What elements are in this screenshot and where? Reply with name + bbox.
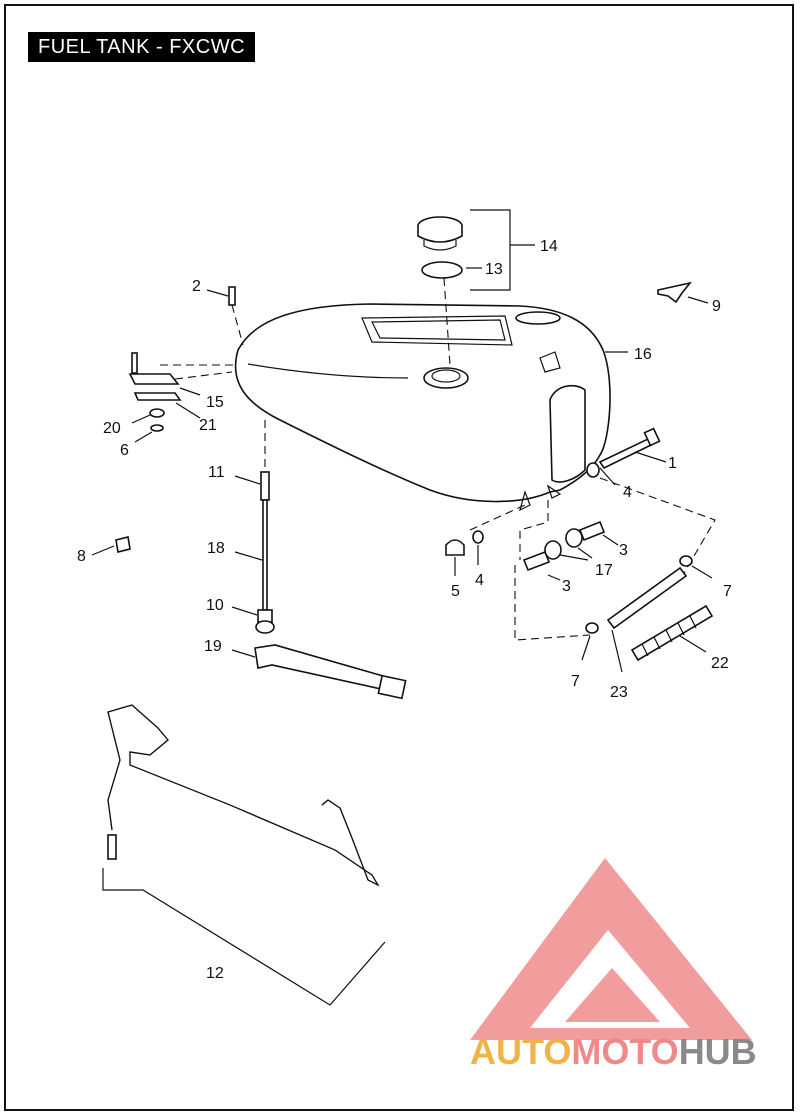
mounting-hardware: [445, 467, 716, 641]
callout-20: 20: [103, 420, 121, 437]
callout-3: 3: [619, 542, 628, 559]
watermark-logo: [470, 858, 752, 1040]
spring: [630, 604, 714, 662]
diagram-frame: [4, 4, 794, 1111]
callout-7: 7: [723, 583, 732, 600]
gasket-ring: [421, 261, 463, 279]
watermark-moto: MOTO: [571, 1031, 678, 1072]
callout-21: 21: [199, 417, 217, 434]
watermark-hub: HUB: [679, 1031, 757, 1072]
callout-3: 3: [562, 578, 571, 595]
mount-bracket: [128, 352, 238, 443]
callout-1: 1: [668, 455, 677, 472]
fuel-tank: [234, 303, 611, 512]
callout-13: 13: [485, 261, 503, 278]
vent-hose: [581, 555, 713, 673]
callout-11: 11: [208, 464, 225, 481]
callout-4: 4: [475, 572, 484, 589]
fuel-line: [231, 644, 407, 700]
callout-12: 12: [206, 965, 224, 982]
fuel-valve: [231, 420, 275, 634]
callout-7: 7: [571, 673, 580, 690]
callout-5: 5: [451, 583, 460, 600]
watermark-text: AUTOMOTOHUB: [470, 1031, 757, 1072]
callout-9: 9: [712, 298, 721, 315]
clip-9: [657, 281, 693, 304]
support-rod: [102, 704, 386, 1006]
callout-10: 10: [206, 597, 224, 614]
callout-6: 6: [120, 442, 129, 459]
bolt-1: [586, 427, 667, 478]
callout-labels: 1 2 3 3 4 4 5 6 7 7 8 9 10 11 12 13 14 1…: [77, 238, 732, 982]
callout-8: 8: [77, 548, 86, 565]
callout-14: 14: [540, 238, 558, 255]
callout-16: 16: [634, 346, 652, 363]
callout-4: 4: [623, 484, 632, 501]
bolt-2: [206, 286, 244, 346]
callout-22: 22: [711, 655, 729, 672]
callout-19: 19: [204, 638, 222, 655]
page-title: FUEL TANK - FXCWC: [28, 32, 256, 62]
callout-2: 2: [192, 278, 201, 295]
watermark-auto: AUTO: [470, 1031, 571, 1072]
callout-18: 18: [207, 540, 225, 557]
clip-8: [115, 536, 131, 553]
callout-15: 15: [206, 394, 224, 411]
callout-23: 23: [610, 684, 628, 701]
callout-17: 17: [595, 562, 613, 579]
gas-cap: [417, 216, 463, 251]
